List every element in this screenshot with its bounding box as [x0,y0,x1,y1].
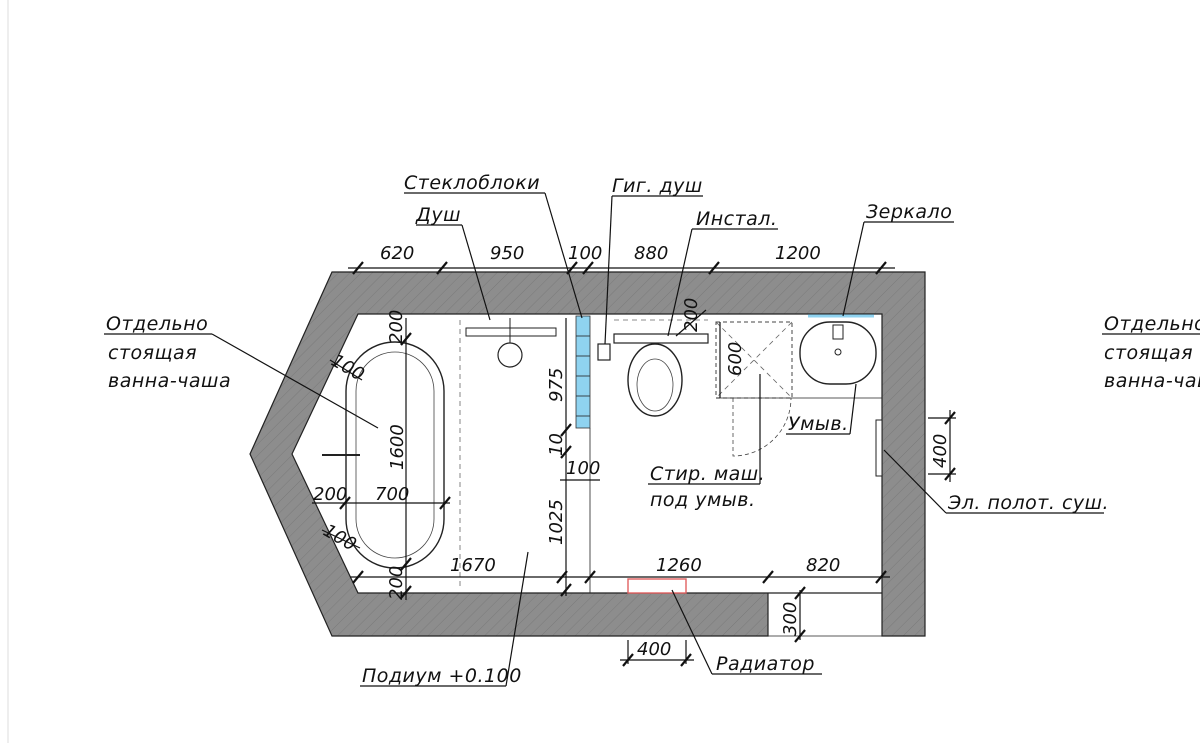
dim-bottom-1260: 1260 [656,555,702,576]
shower-rail [465,327,557,337]
dim-door-300: 300 [780,602,801,636]
installation [613,333,709,344]
washbasin-icon [799,321,877,385]
hygienic-shower-icon [597,343,611,361]
washer-door-arc [732,397,792,457]
toilet-seat [636,358,674,412]
label-radiator: Радиатор [716,653,815,675]
dim-top-880: 880 [634,243,668,264]
label-right-line3: ванна-чаша [1104,370,1200,392]
dim-glass-975: 975 [546,368,567,402]
dim-tub-200: 200 [313,484,347,505]
label-shower: Душ [415,204,461,226]
dim-top-1200: 1200 [775,243,821,264]
dim-top-950: 950 [490,243,524,264]
dim-bottom-1670: 1670 [450,555,496,576]
dim-tub-700: 700 [375,484,409,505]
label-towel-dryer: Эл. полот. суш. [947,492,1109,514]
label-right-line2: стоящая [1104,342,1193,364]
dim-install-200: 200 [681,298,702,332]
washing-machine-icon [715,321,793,399]
label-podium: Подиум +0.100 [362,665,522,687]
dim-tub-bottom-200: 200 [386,566,407,600]
label-right-line1: Отдельно [1104,313,1200,335]
dim-tub-top-200: 200 [386,310,407,344]
dim-glass-100: 100 [566,458,600,479]
label-washing-machine-line1: Стир. маш. [650,463,765,485]
label-bathtub-line2: стоящая [108,342,197,364]
label-glass-blocks: Стеклоблоки [404,172,540,194]
dim-towel-400: 400 [930,434,951,468]
shower-head-icon [497,342,523,368]
dim-top-620: 620 [380,243,414,264]
label-washing-machine-line2: под умыв. [650,489,756,511]
label-hygienic-shower: Гиг. душ [612,175,703,197]
faucet-icon [832,324,844,340]
label-washbasin: Умыв. [788,413,849,435]
dim-radiator-400: 400 [637,639,671,660]
towel-dryer-icon [875,419,883,477]
label-mirror: Зеркало [866,201,952,223]
toilet-bowl-icon [627,343,683,417]
dim-podium-1025: 1025 [546,499,567,545]
dim-washer-600: 600 [725,342,746,376]
dim-top-100: 100 [568,243,602,264]
dim-glass-10: 10 [546,433,567,456]
label-installation: Инстал. [696,208,777,230]
label-bathtub-line3: ванна-чаша [108,370,231,392]
glass-blocks [575,315,591,429]
label-bathtub-line1: Отдельно [106,313,208,335]
radiator-icon [627,578,687,594]
dim-bottom-820: 820 [806,555,840,576]
dim-tub-1600: 1600 [387,424,408,470]
